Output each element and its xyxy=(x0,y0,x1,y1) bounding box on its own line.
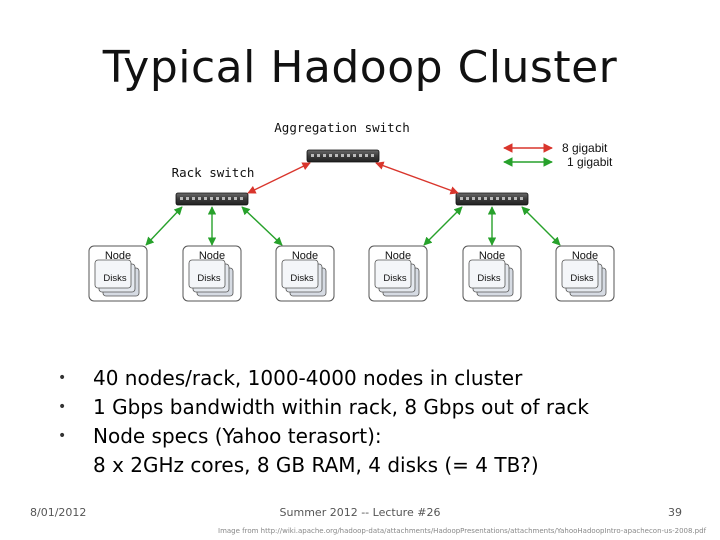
node-label: Node xyxy=(479,250,505,262)
bullet-dot-icon: • xyxy=(58,370,67,386)
disks-label: Disks xyxy=(197,273,220,284)
bullet-text: 40 nodes/rack, 1000-4000 nodes in cluste… xyxy=(93,366,523,390)
bullet-dot-icon: • xyxy=(58,399,67,415)
bullet-item: • 40 nodes/rack, 1000-4000 nodes in clus… xyxy=(58,364,698,393)
slide-title: Typical Hadoop Cluster xyxy=(102,42,618,93)
rack-switch-label: Rack switch xyxy=(172,165,255,180)
footer-date: 8/01/2012 xyxy=(30,506,87,519)
page-number: 39 xyxy=(668,506,682,519)
disks-label: Disks xyxy=(290,273,313,284)
node-link-1 xyxy=(145,206,183,246)
node-link-3 xyxy=(241,206,283,246)
bullet-list: • 40 nodes/rack, 1000-4000 nodes in clus… xyxy=(58,364,698,480)
bullet-text: Node specs (Yahoo terasort): xyxy=(93,424,382,448)
aggregation-switch xyxy=(306,149,380,163)
disks-icon xyxy=(94,259,140,297)
node-3: Node Disks xyxy=(275,245,335,302)
node-6: Node Disks xyxy=(555,245,615,302)
node-2: Node Disks xyxy=(182,245,242,302)
disks-icon xyxy=(468,259,514,297)
disks-label: Disks xyxy=(103,273,126,284)
node-5: Node Disks xyxy=(462,245,522,302)
node-label: Node xyxy=(105,250,131,262)
aggregation-switch-label: Aggregation switch xyxy=(274,120,409,135)
bullet-dot-icon: • xyxy=(58,428,67,444)
legend-8-gigabit-label: 8 gigabit xyxy=(562,141,608,155)
node-label: Node xyxy=(385,250,411,262)
uplink-right-8-gigabit xyxy=(375,161,459,195)
node-label: Node xyxy=(292,250,318,262)
disks-icon xyxy=(281,259,327,297)
disks-icon xyxy=(374,259,420,297)
bullet-continuation: 8 x 2GHz cores, 8 GB RAM, 4 disks (= 4 T… xyxy=(93,453,539,477)
rack-switch-right xyxy=(455,192,529,206)
uplink-left-8-gigabit xyxy=(247,162,311,194)
footer-lecture: Summer 2012 -- Lecture #26 xyxy=(279,506,441,519)
bullet-item: • 1 Gbps bandwidth within rack, 8 Gbps o… xyxy=(58,393,698,422)
legend-1-gigabit-label: 1 gigabit xyxy=(567,155,613,169)
node-link-6 xyxy=(521,206,561,246)
node-label: Node xyxy=(572,250,598,262)
disks-label: Disks xyxy=(383,273,406,284)
disks-label: Disks xyxy=(570,273,593,284)
legend: 8 gigabit 1 gigabit xyxy=(503,141,613,169)
node-label: Node xyxy=(199,250,225,262)
node-4: Node Disks xyxy=(368,245,428,302)
disks-icon xyxy=(561,259,607,297)
node-link-4 xyxy=(423,206,463,246)
node-1: Node Disks xyxy=(88,245,148,302)
image-source-credit: Image from http://wiki.apache.org/hadoop… xyxy=(218,527,707,535)
disks-icon xyxy=(188,259,234,297)
bullet-text: 1 Gbps bandwidth within rack, 8 Gbps out… xyxy=(93,395,589,419)
rack-switch-left xyxy=(175,192,249,206)
bullet-item: • Node specs (Yahoo terasort): 8 x 2GHz … xyxy=(58,422,698,480)
disks-label: Disks xyxy=(477,273,500,284)
